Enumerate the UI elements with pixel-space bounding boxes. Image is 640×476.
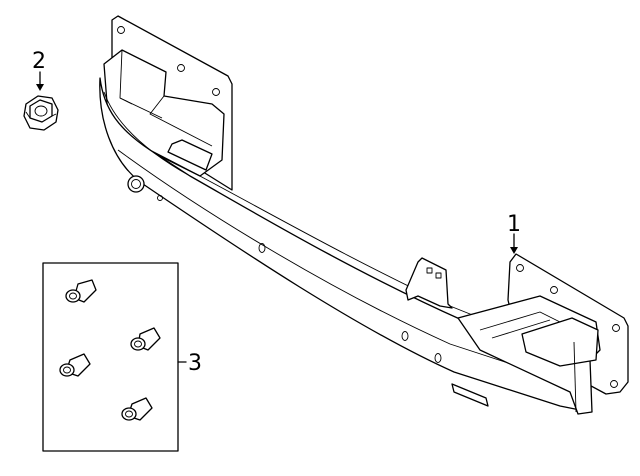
center-tab	[405, 257, 453, 309]
right-bracket-hole-top	[516, 264, 524, 272]
callout-2-label: 2	[32, 49, 46, 74]
flange-nut[interactable]	[23, 71, 59, 131]
rivet-nut-kit[interactable]	[42, 262, 187, 452]
beam-hole-3	[434, 353, 442, 363]
beam-hole-2	[401, 331, 409, 341]
left-bracket-hole-mid	[177, 64, 185, 72]
callout-3-label: 3	[188, 351, 202, 376]
beam-hole-1	[258, 243, 266, 253]
right-bracket-hole-bottom	[610, 380, 618, 388]
kit-box	[42, 262, 179, 452]
rivet-nut-2	[130, 327, 161, 351]
beam-large-hole	[127, 175, 145, 193]
left-bracket-hole-right	[212, 88, 220, 96]
right-bracket-hole-mid	[550, 286, 558, 294]
left-bracket-hole-top	[117, 26, 125, 34]
right-bracket-hole-right	[612, 324, 620, 332]
rivet-nut-1	[65, 279, 97, 303]
bumper-reinforcement[interactable]	[99, 15, 629, 415]
rivet-nut-4	[121, 397, 153, 421]
callout-1-label: 1	[507, 212, 521, 237]
rivet-nut-3	[59, 353, 91, 377]
